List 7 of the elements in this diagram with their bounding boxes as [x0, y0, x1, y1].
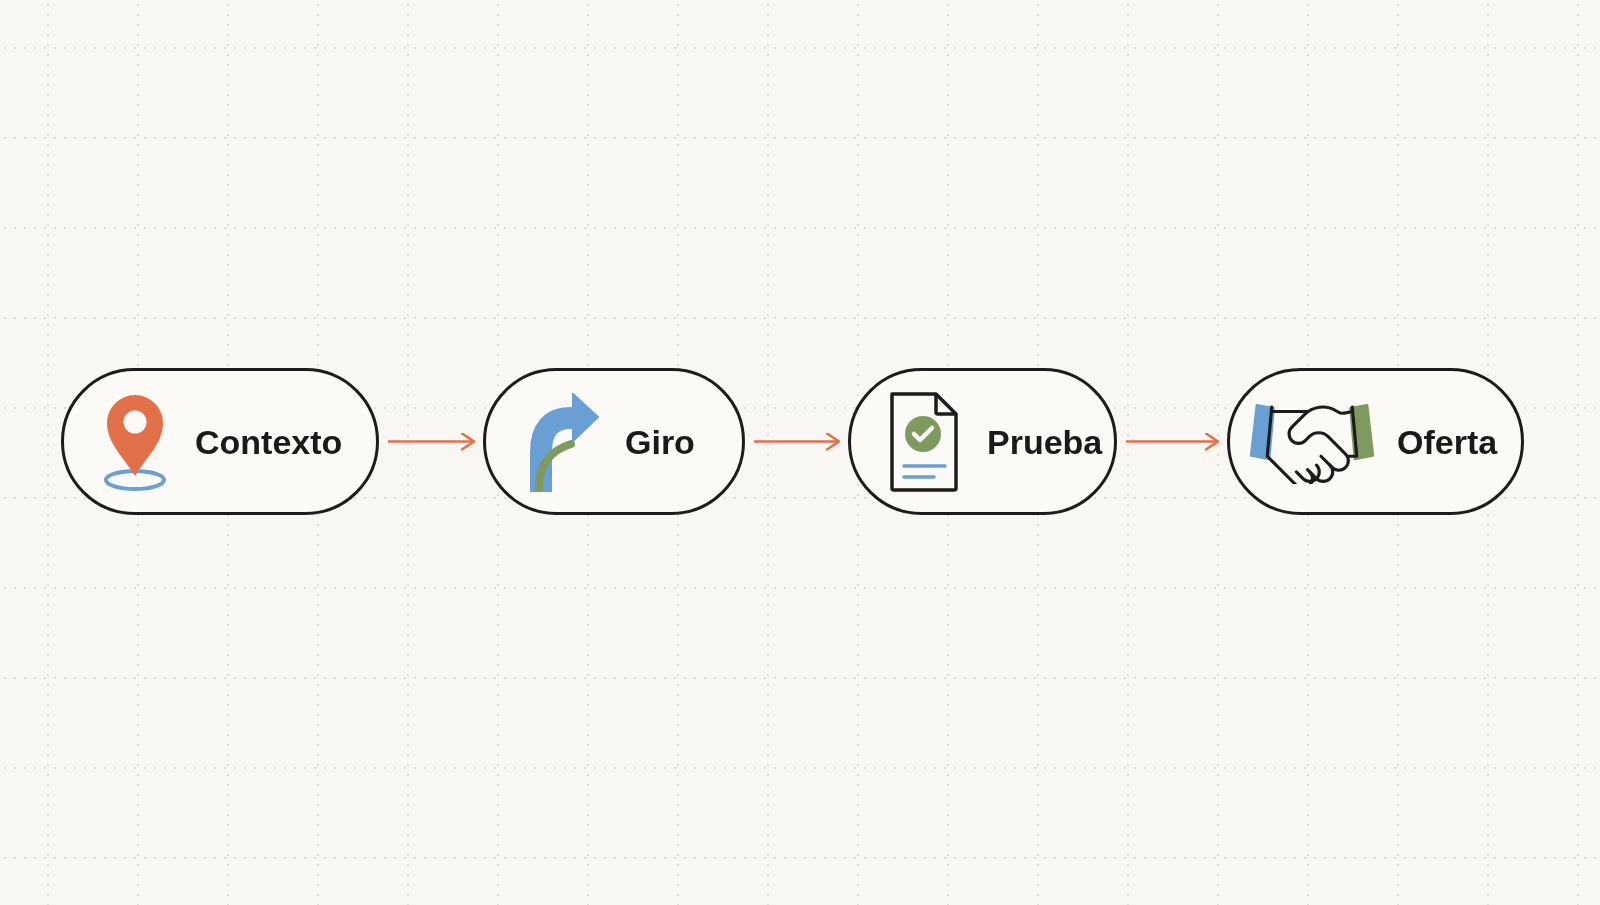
arrow — [1126, 432, 1220, 451]
arrow — [388, 432, 476, 451]
stage-label: Contexto — [195, 424, 343, 459]
stage-label: Oferta — [1397, 424, 1498, 459]
stage-label: Prueba — [987, 424, 1103, 459]
arrow — [754, 432, 841, 451]
stage-label: Giro — [625, 424, 695, 459]
